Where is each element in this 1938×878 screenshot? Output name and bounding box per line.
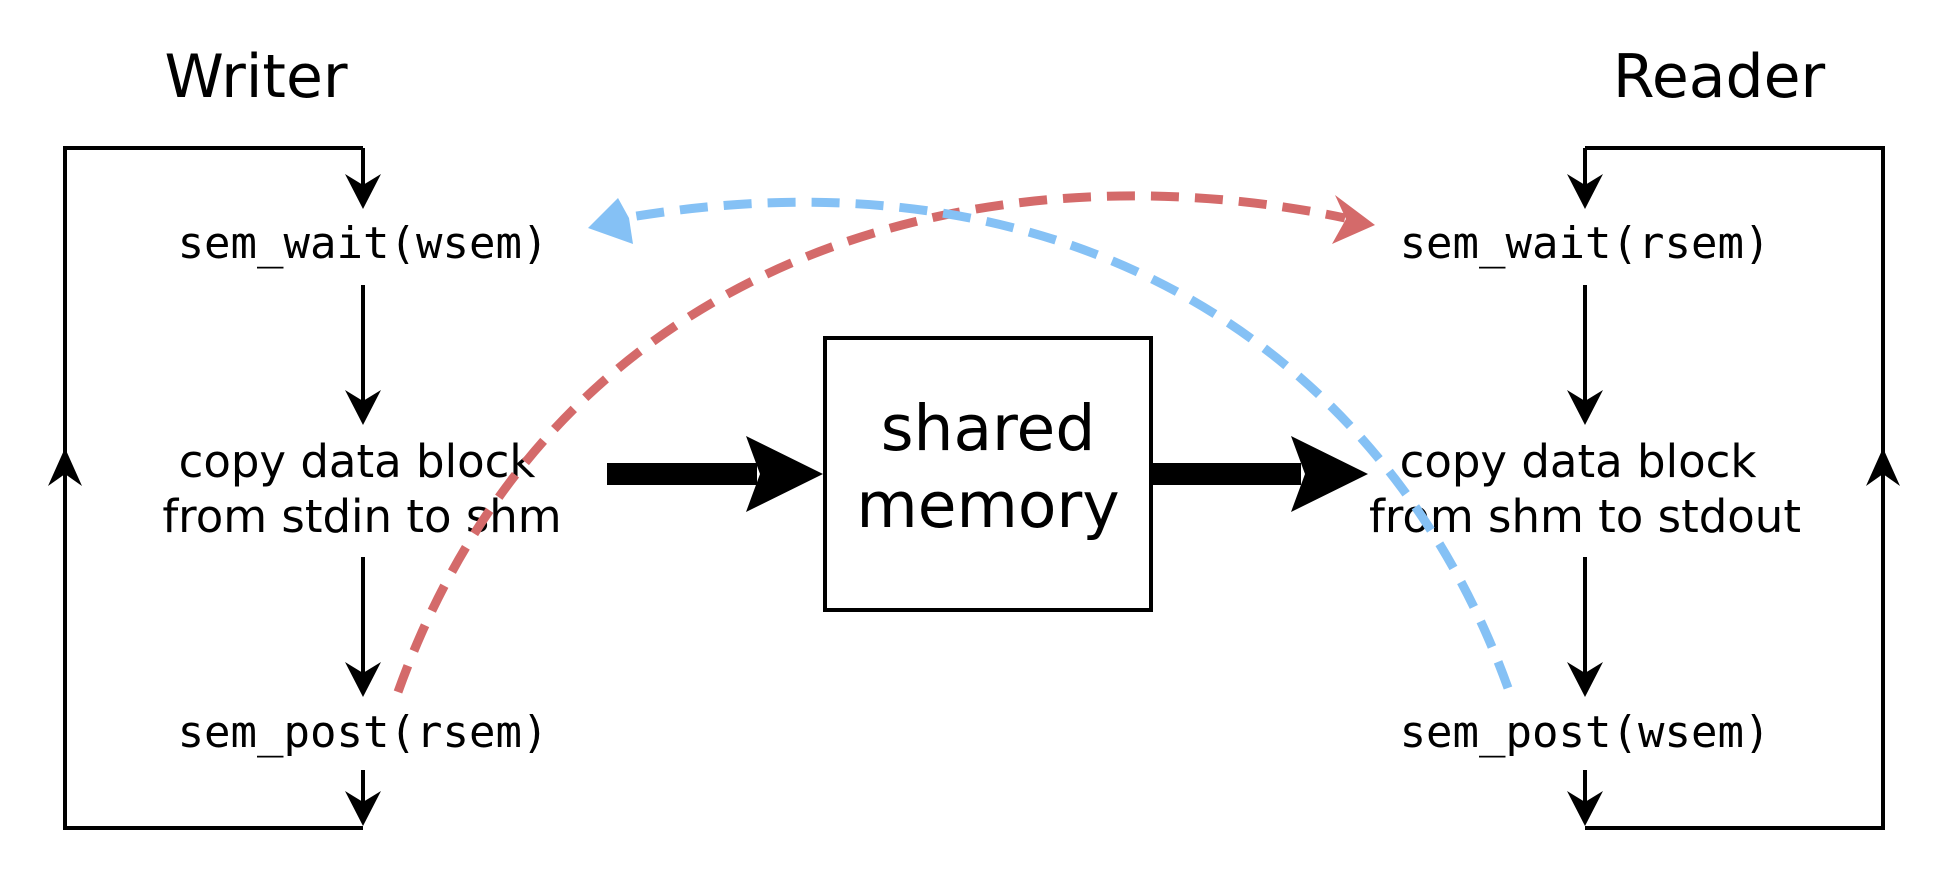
shared-memory-box bbox=[823, 336, 1153, 612]
writer-loop-up-arrow-icon bbox=[48, 448, 82, 486]
reader-sem-post: sem_post(wsem) bbox=[1400, 707, 1771, 758]
arrowhead-icon bbox=[345, 791, 381, 826]
reader-arrowheads bbox=[1567, 174, 1603, 826]
writer-title: Writer bbox=[164, 42, 347, 112]
reader-loop-up-arrow-icon bbox=[1866, 448, 1900, 486]
reader-copy-line2: from shm to stdout bbox=[1369, 490, 1801, 543]
writer-loop-frame bbox=[63, 146, 363, 830]
reader-sem-wait: sem_wait(rsem) bbox=[1400, 218, 1771, 269]
arrowhead-icon bbox=[345, 662, 381, 697]
writer-copy-line1: copy data block bbox=[179, 435, 536, 488]
data-flow-arrow-out bbox=[1151, 436, 1368, 512]
wsem-signal-arc bbox=[624, 197, 1513, 690]
reader-title: Reader bbox=[1613, 42, 1826, 112]
arrowhead-icon bbox=[1567, 390, 1603, 425]
rsem-signal-arc bbox=[393, 191, 1346, 694]
writer-sem-post: sem_post(rsem) bbox=[178, 707, 549, 758]
reader-copy-line1: copy data block bbox=[1400, 435, 1757, 488]
arrowhead-icon bbox=[1567, 662, 1603, 697]
reader-loop-frame bbox=[1585, 146, 1885, 830]
arrowhead-icon bbox=[1567, 791, 1603, 826]
writer-copy-line2: from stdin to shm bbox=[162, 490, 561, 543]
wsem-signal-arrowhead-icon bbox=[588, 198, 633, 244]
arrowhead-icon bbox=[345, 390, 381, 425]
writer-sem-wait: sem_wait(wsem) bbox=[178, 218, 549, 269]
arrowhead-icon bbox=[345, 174, 381, 209]
arrowhead-icon bbox=[1567, 174, 1603, 209]
rsem-signal-arrowhead-icon bbox=[1332, 195, 1375, 244]
shared-memory-label-line2: memory bbox=[856, 469, 1119, 542]
shared-memory-label-line1: shared bbox=[881, 392, 1096, 465]
writer-arrowheads bbox=[345, 174, 381, 826]
data-flow-arrow-in bbox=[607, 436, 823, 512]
